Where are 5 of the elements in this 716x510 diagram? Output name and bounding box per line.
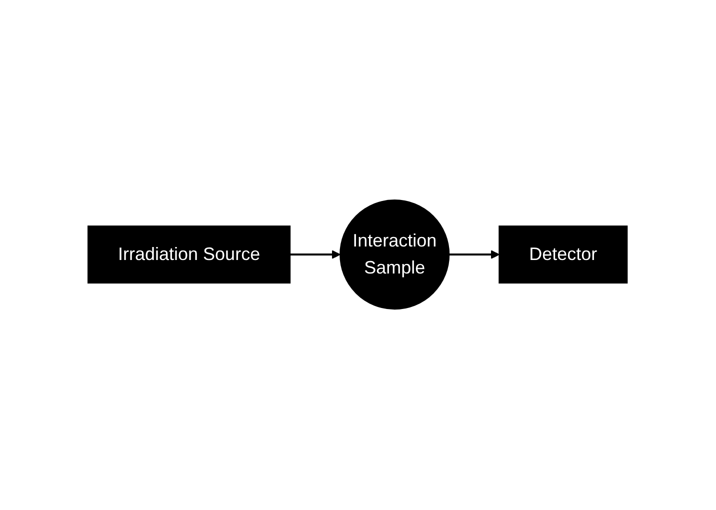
- node-circle: Interaction Sample: [340, 200, 450, 310]
- node-box: Detector: [499, 226, 628, 284]
- node-box: Irradiation Source: [88, 226, 291, 284]
- arrow: [450, 250, 500, 260]
- arrow: [290, 250, 341, 260]
